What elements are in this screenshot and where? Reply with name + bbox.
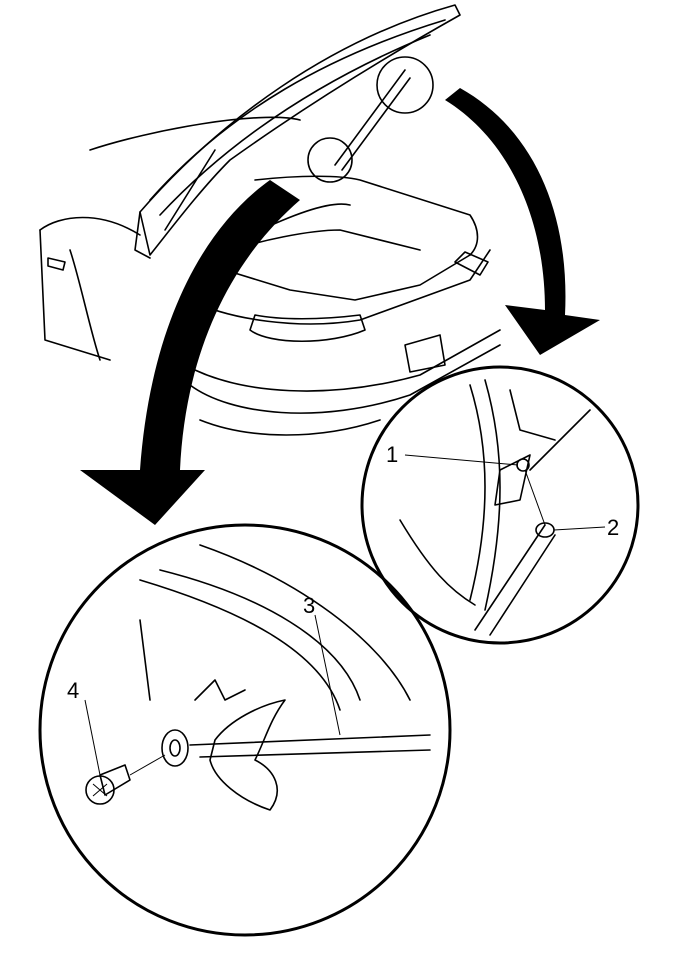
car-rear-illustration — [39, 4, 501, 436]
detail-view-lower — [38, 523, 452, 937]
arrow-to-upper-detail — [445, 88, 600, 355]
arrow-to-lower-detail — [80, 180, 300, 525]
callout-4: 4 — [67, 678, 79, 703]
callout-2: 2 — [607, 515, 619, 540]
detail-marker-strut-upper — [376, 56, 434, 114]
detail-marker-strut-lower — [307, 137, 353, 183]
detail-view-upper — [360, 365, 640, 645]
callout-1: 1 — [386, 442, 398, 467]
callout-3: 3 — [303, 593, 315, 618]
